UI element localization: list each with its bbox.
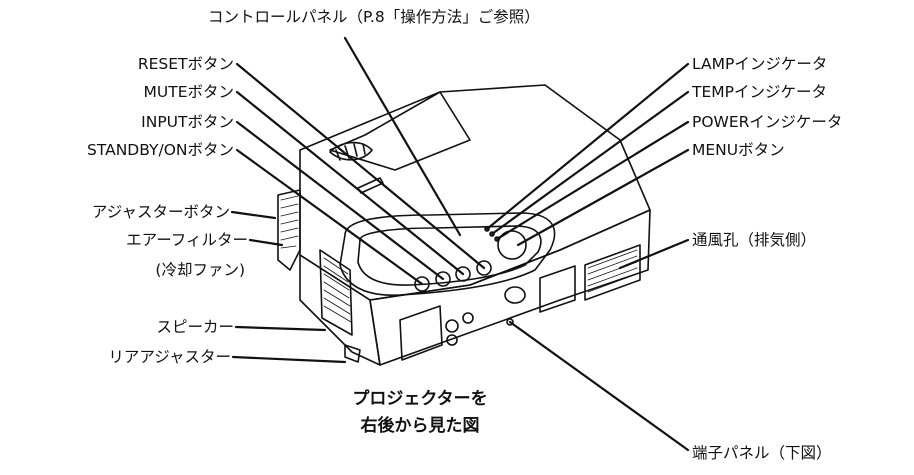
mute-button-shape (455, 266, 471, 282)
caption-line2: 右後から見た図 (360, 416, 480, 436)
lens-ring (329, 141, 373, 161)
label-speaker: スピーカー (156, 318, 234, 336)
rear-face (299, 254, 381, 366)
small-grille (539, 265, 576, 313)
label-control-panel: コントロールパネル（P.8「操作方法」ご参照） (208, 8, 540, 26)
standby-button-shape (414, 276, 430, 292)
label-menu-button: MENUボタン (692, 141, 785, 159)
control-panel-recess (339, 212, 556, 296)
label-adjuster-button: アジャスターボタン (91, 203, 230, 221)
side-grille (319, 249, 353, 336)
label-cooling-fan: (冷却ファン) (155, 261, 245, 279)
label-power-indicator: POWERインジケータ (692, 113, 843, 131)
label-air-filter: エアーフィルター (126, 231, 248, 249)
label-mute-button: MUTEボタン (143, 83, 234, 101)
projector-top-outline (299, 84, 651, 301)
input-button-shape (435, 271, 451, 287)
label-lamp-indicator: LAMPインジケータ (692, 55, 828, 73)
label-input-button: INPUTボタン (141, 113, 234, 131)
exhaust-vent-grille (584, 244, 641, 301)
rear-adjuster-foot (344, 344, 361, 363)
label-reset-button: RESETボタン (137, 55, 234, 73)
air-filter-grille (277, 189, 301, 271)
reset-button-shape (476, 260, 492, 276)
label-terminal-panel: 端子パネル（下図） (692, 444, 832, 462)
caption-line1: プロジェクターを (352, 389, 488, 409)
lamp-led (484, 226, 490, 232)
label-rear-adjuster: リアアジャスター (108, 348, 231, 366)
label-exhaust-vent: 通風孔（排気側） (692, 231, 817, 249)
lens-housing (329, 91, 471, 171)
label-standby-button: STANDBY/ONボタン (86, 141, 234, 159)
terminal-plate (399, 305, 443, 361)
terminal-face (369, 209, 651, 366)
label-temp-indicator: TEMPインジケータ (692, 83, 827, 101)
temp-led (489, 231, 495, 237)
